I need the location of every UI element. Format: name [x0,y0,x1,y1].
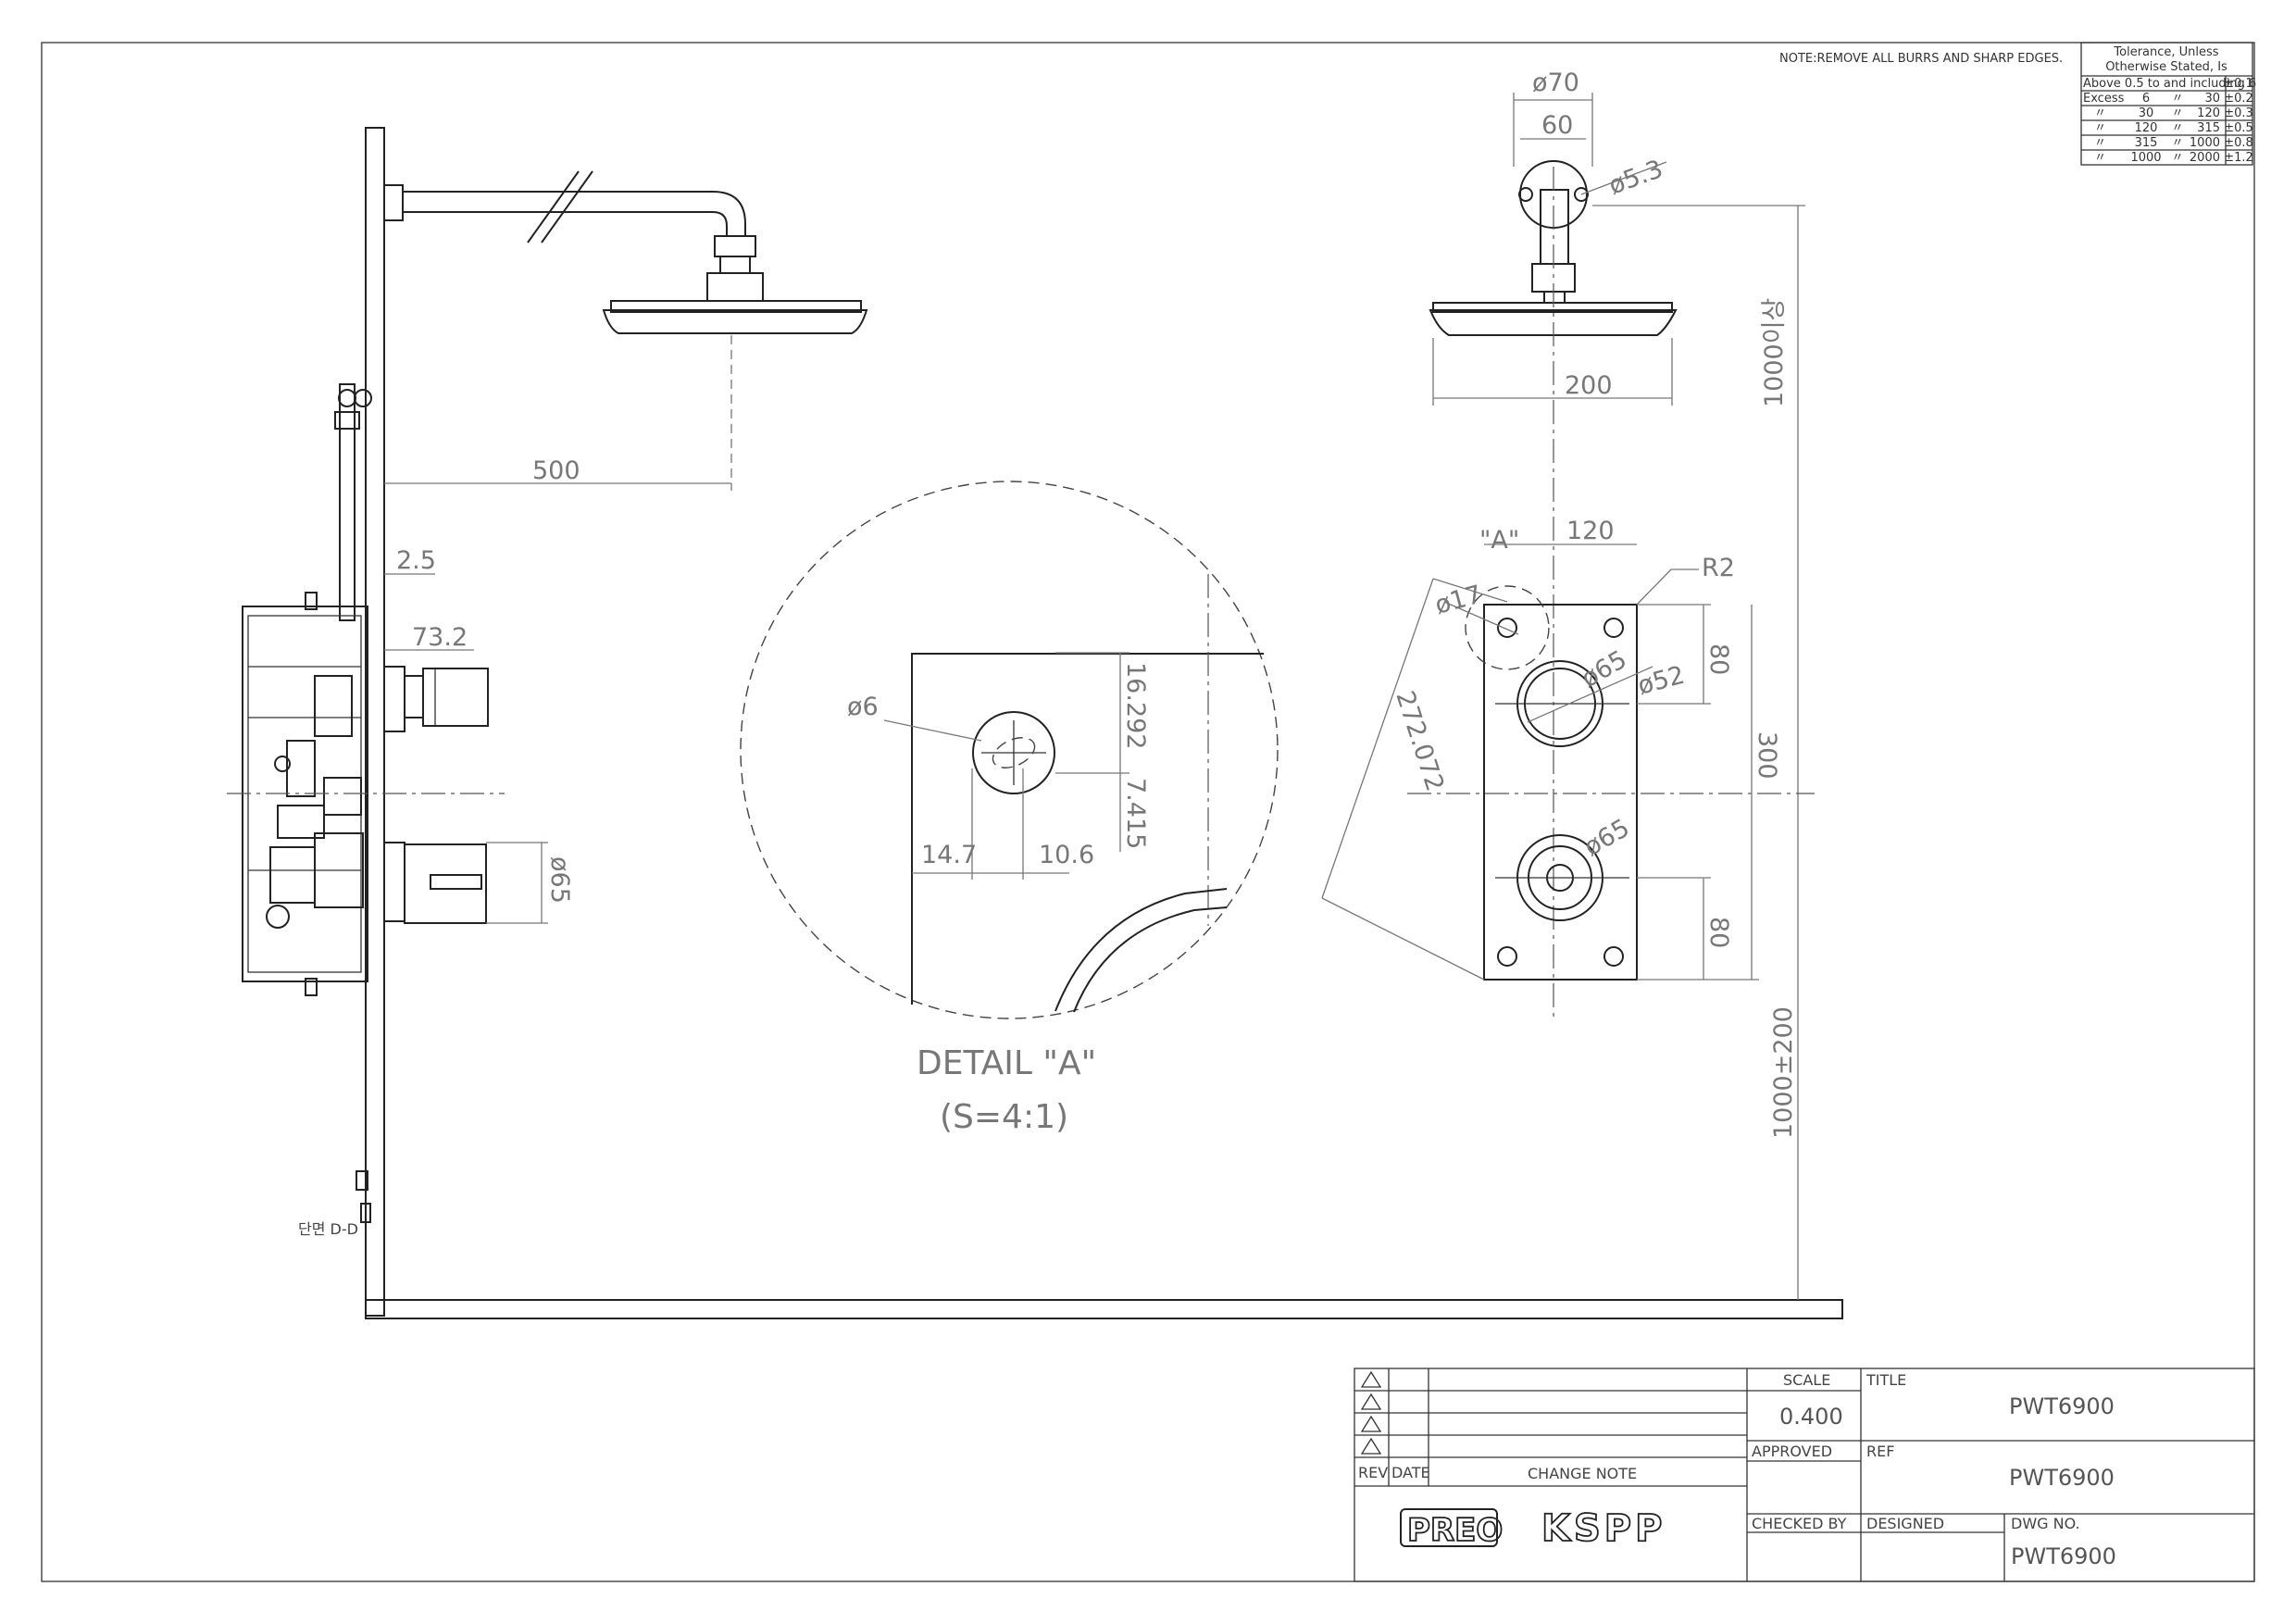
dim-500: 500 [532,456,580,485]
kspp-logo: KSPP [1541,1507,1666,1550]
tolerance-header-1: Tolerance, Unless [2113,45,2218,59]
change-note-label: CHANGE NOTE [1528,1465,1637,1482]
tol-r5-c2: 〃 [2171,151,2183,165]
dim-d70: ø70 [1532,69,1579,97]
scale-value: 0.400 [1779,1404,1843,1430]
label-a: "A" [1479,526,1519,555]
dim-1000-above: 1000이상 [1760,298,1789,407]
tol-r0-c4: ±0.1 [2224,77,2253,91]
dim-272: 272.072 [1390,688,1449,795]
approved-label: APPROVED [1752,1443,1832,1460]
tol-r3-c2: 〃 [2171,121,2183,135]
tol-r3-c4: ±0.5 [2224,121,2253,135]
front-view: ø70 60 ø5.3 200 1000이상 1000±200 "A" 120 [1321,69,1815,1300]
tol-r1-c0: Excess [2083,92,2125,106]
burr-note: NOTE:REMOVE ALL BURRS AND SHARP EDGES. [1779,52,2063,66]
tol-r1-c1: 6 [2142,92,2150,106]
dim-1000-200: 1000±200 [1769,1006,1798,1139]
tol-r5-c0: 〃 [2094,151,2106,165]
detail-title: DETAIL "A" [917,1044,1096,1082]
dim-10-6: 10.6 [1039,841,1094,869]
dim-80-top: 80 [1704,643,1733,675]
dim-120: 120 [1566,517,1615,545]
tol-r3-c0: 〃 [2094,121,2106,135]
preo-logo-frame [1400,1508,1498,1547]
date-label: DATE [1391,1464,1430,1481]
tol-r3-c3: 315 [2197,121,2220,135]
dim-d6: ø6 [847,693,879,721]
tol-r4-c2: 〃 [2171,136,2183,150]
side-view: 500 2.5 73.2 [227,127,1843,1319]
dim-60: 60 [1541,111,1573,140]
detail-scale: (S=4:1) [940,1098,1068,1136]
title-block: REV DATE CHANGE NOTE SCALE 0.400 TITLE P… [1354,1368,2255,1582]
dwg-label: DWG NO. [2011,1515,2080,1532]
tol-r2-c1: 30 [2139,106,2154,120]
tol-r2-c3: 120 [2197,106,2220,120]
tol-r5-c1: 1000 [2130,151,2161,165]
floor-hatch [365,1299,1843,1319]
tol-r1-c3: 30 [2204,92,2220,106]
designed-label: DESIGNED [1866,1515,1944,1532]
dim-d52: ø52 [1635,661,1688,701]
tol-r5-c4: ±1.2 [2224,151,2253,165]
dim-73-2: 73.2 [412,623,468,652]
dim-80-bottom: 80 [1704,917,1733,948]
tol-r4-c4: ±0.8 [2224,136,2253,150]
checked-label: CHECKED BY [1752,1515,1847,1532]
title-value: PWT6900 [2009,1393,2115,1419]
section-label: 단면 D-D [298,1220,358,1238]
cover-plate [1483,604,1638,981]
drawing-border [41,42,2255,1582]
dim-d5-3: ø5.3 [1605,155,1666,200]
tolerance-header-2: Otherwise Stated, Is [2105,60,2227,74]
detail-a: 16.292 7.415 14.7 10.6 ø6 DETAIL "A" (S=… [740,481,1279,1136]
dwg-value: PWT6900 [2011,1543,2116,1569]
tol-r1-c2: 〃 [2171,92,2183,106]
tol-r3-c1: 120 [2135,121,2158,135]
dim-d65-side: ø65 [545,856,574,904]
dim-d65-bottom: ø65 [1579,814,1635,862]
title-label: TITLE [1866,1371,1906,1389]
dim-2-5: 2.5 [396,546,436,575]
tol-r4-c3: 1000 [2190,136,2220,150]
dim-r2: R2 [1702,554,1735,582]
ref-value: PWT6900 [2009,1465,2115,1491]
tol-r2-c2: 〃 [2171,106,2183,120]
dim-200: 200 [1565,371,1613,400]
preo-logo: PREO [1407,1512,1503,1549]
dim-16-292: 16.292 [1121,662,1150,749]
dim-7-415: 7.415 [1121,778,1150,849]
ref-label: REF [1866,1443,1894,1460]
tolerance-table: Tolerance, Unless Otherwise Stated, Is A… [2080,42,2256,166]
tol-r2-c0: 〃 [2094,106,2106,120]
tol-r4-c0: 〃 [2094,136,2106,150]
tol-r2-c4: ±0.3 [2224,106,2253,120]
dim-300: 300 [1753,731,1781,780]
tol-r1-c4: ±0.2 [2224,92,2253,106]
tol-r0-c0: Above 0.5 to and including 6 [2083,77,2256,91]
tol-r5-c3: 2000 [2190,151,2220,165]
dim-d65-top: ø65 [1577,645,1632,693]
tol-r4-c1: 315 [2135,136,2158,150]
scale-label: SCALE [1783,1371,1830,1389]
dim-14-7: 14.7 [921,841,977,869]
rev-label: REV [1358,1464,1388,1481]
